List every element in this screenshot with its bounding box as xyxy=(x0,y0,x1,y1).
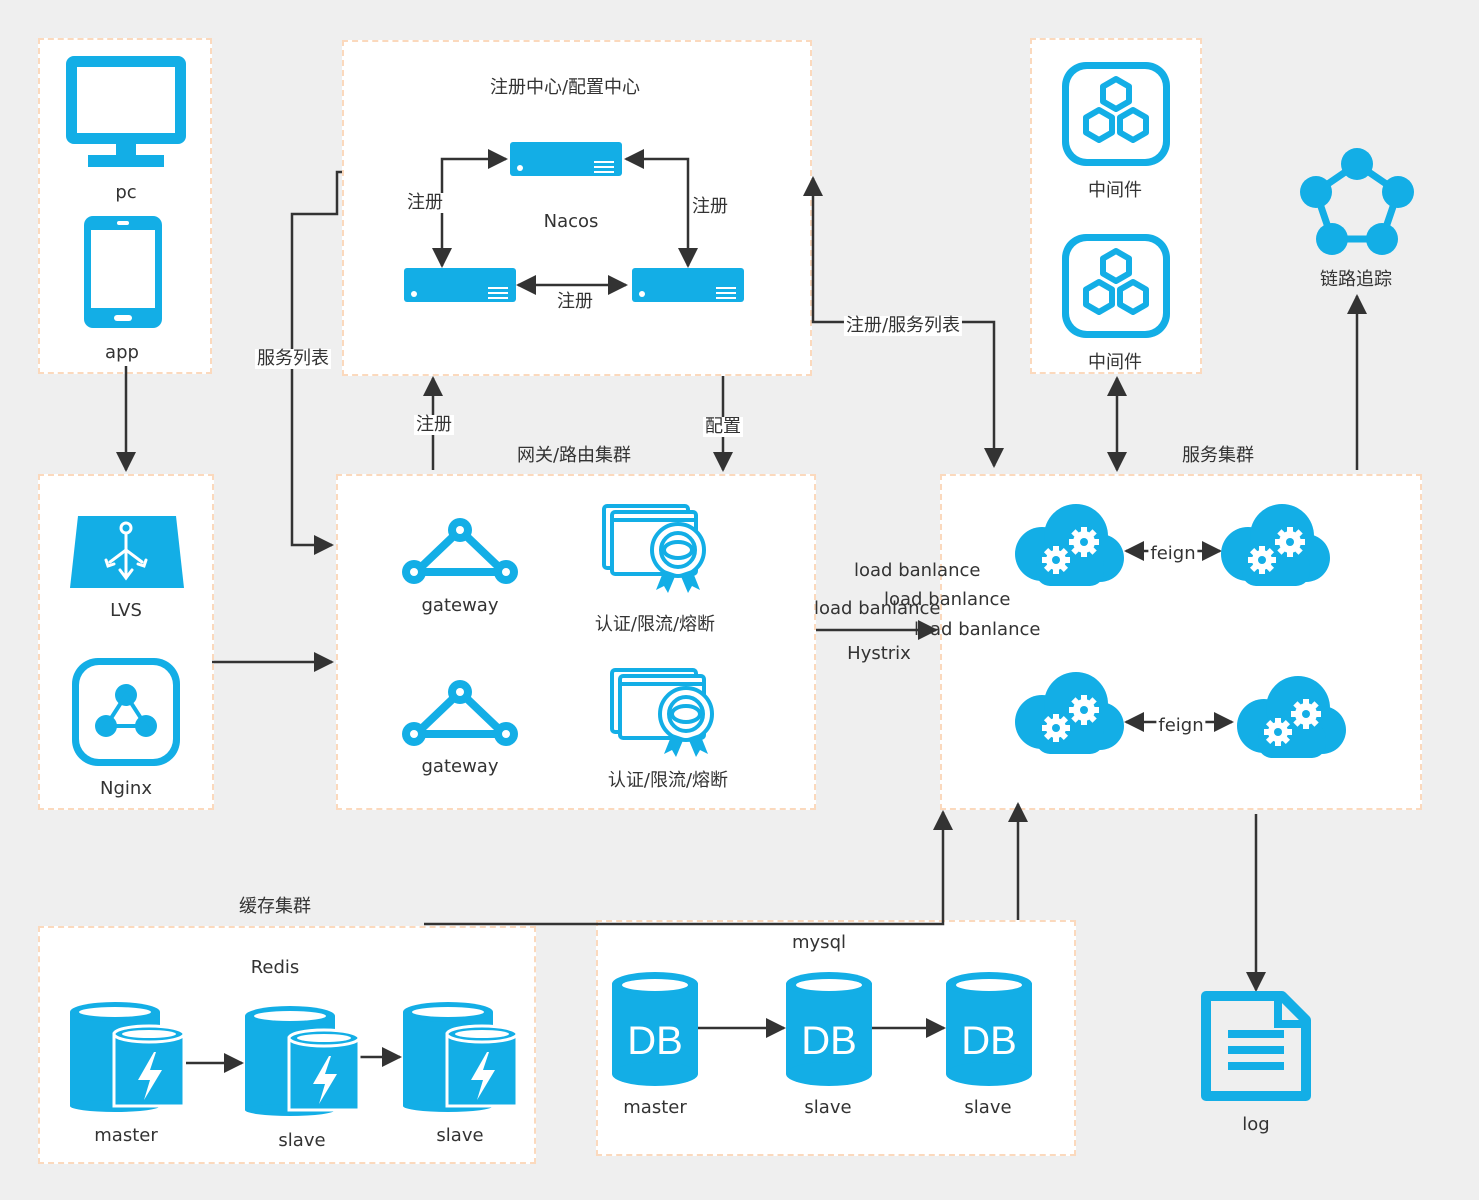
svg-text:DB: DB xyxy=(961,1019,1017,1063)
register-service-list-label: 注册/服务列表 xyxy=(843,315,963,336)
hystrix-label: Hystrix xyxy=(847,643,911,664)
server-icon xyxy=(632,268,744,302)
load-balance-label-2: load banlance xyxy=(884,589,1011,610)
database-icon: DB xyxy=(786,972,872,1086)
redis-cache-icon xyxy=(70,1002,186,1112)
gateway-cluster-box xyxy=(336,474,816,810)
registry-register-left: 注册 xyxy=(405,192,445,213)
document-icon xyxy=(1201,991,1311,1101)
registry-title: 注册中心/配置中心 xyxy=(489,77,641,98)
service-cluster-box xyxy=(940,474,1422,810)
pc-label: pc xyxy=(115,182,137,203)
gateway-bottom-label: gateway xyxy=(421,756,499,777)
gateway-triangle-icon xyxy=(402,680,518,746)
tracing-label: 链路追踪 xyxy=(1320,269,1392,290)
config-label: 配置 xyxy=(703,416,743,437)
cloud-gear-icon xyxy=(1221,504,1330,586)
app-label: app xyxy=(105,342,139,363)
register-gateway-label: 注册 xyxy=(414,414,454,435)
hexagon-cluster-icon xyxy=(1062,234,1170,338)
redis-slave2-label: slave xyxy=(436,1125,484,1146)
nginx-icon xyxy=(72,658,180,766)
redis-slave1-label: slave xyxy=(278,1130,326,1151)
certificate-icon xyxy=(610,668,714,757)
server-icon xyxy=(404,268,516,302)
svg-text:DB: DB xyxy=(627,1019,683,1063)
tablet-icon xyxy=(84,216,162,328)
mysql-slave1-label: slave xyxy=(804,1097,852,1118)
hexagon-cluster-icon xyxy=(1062,62,1170,166)
tracing-network-icon xyxy=(1300,148,1414,255)
cloud-gear-icon xyxy=(1015,672,1124,754)
edge-service-list-left xyxy=(290,170,342,555)
redis-cache-icon xyxy=(403,1002,519,1112)
mysql-slave2-label: slave xyxy=(964,1097,1012,1118)
lvs-label: LVS xyxy=(110,600,142,621)
auth-top-label: 认证/限流/熔断 xyxy=(594,614,716,635)
monitor-icon xyxy=(66,56,186,167)
feign-bottom-label: feign xyxy=(1156,715,1206,736)
nginx-label: Nginx xyxy=(100,778,152,799)
certificate-icon xyxy=(602,504,706,593)
redis-label: Redis xyxy=(250,957,300,978)
log-label: log xyxy=(1242,1114,1270,1135)
edge-redis-service xyxy=(424,810,953,926)
service-list-left-label: 服务列表 xyxy=(255,348,331,369)
gateway-cluster-title: 网关/路由集群 xyxy=(516,445,632,466)
redis-master-label: master xyxy=(94,1125,158,1146)
redis-cache-icon xyxy=(245,1006,361,1116)
database-icon: DB xyxy=(612,972,698,1086)
edge-nacos-left xyxy=(432,149,508,268)
database-icon: DB xyxy=(946,972,1032,1086)
cloud-gear-icon xyxy=(1237,676,1346,758)
lvs-icon xyxy=(70,516,184,588)
cache-cluster-title: 缓存集群 xyxy=(239,896,311,917)
registry-register-right: 注册 xyxy=(690,196,730,217)
gateway-triangle-icon xyxy=(402,518,518,584)
middleware-bottom-label: 中间件 xyxy=(1088,352,1142,373)
load-balance-label-1: load banlance xyxy=(854,560,981,581)
feign-top-label: feign xyxy=(1148,543,1198,564)
registry-register-bottom: 注册 xyxy=(555,291,595,312)
gateway-top-label: gateway xyxy=(421,595,499,616)
mysql-master-label: master xyxy=(623,1097,687,1118)
edge-nacos-right xyxy=(624,149,698,268)
mysql-title: mysql xyxy=(792,932,846,953)
nacos-label: Nacos xyxy=(543,211,599,232)
service-cluster-title: 服务集群 xyxy=(1182,445,1254,466)
load-balance-label-4: load banlance xyxy=(914,619,1041,640)
load-balance-label-3: load banlance xyxy=(814,598,941,619)
auth-bottom-label: 认证/限流/熔断 xyxy=(607,770,729,791)
middleware-top-label: 中间件 xyxy=(1088,180,1142,201)
server-icon xyxy=(510,142,622,176)
cloud-gear-icon xyxy=(1015,504,1124,586)
svg-text:DB: DB xyxy=(801,1019,857,1063)
